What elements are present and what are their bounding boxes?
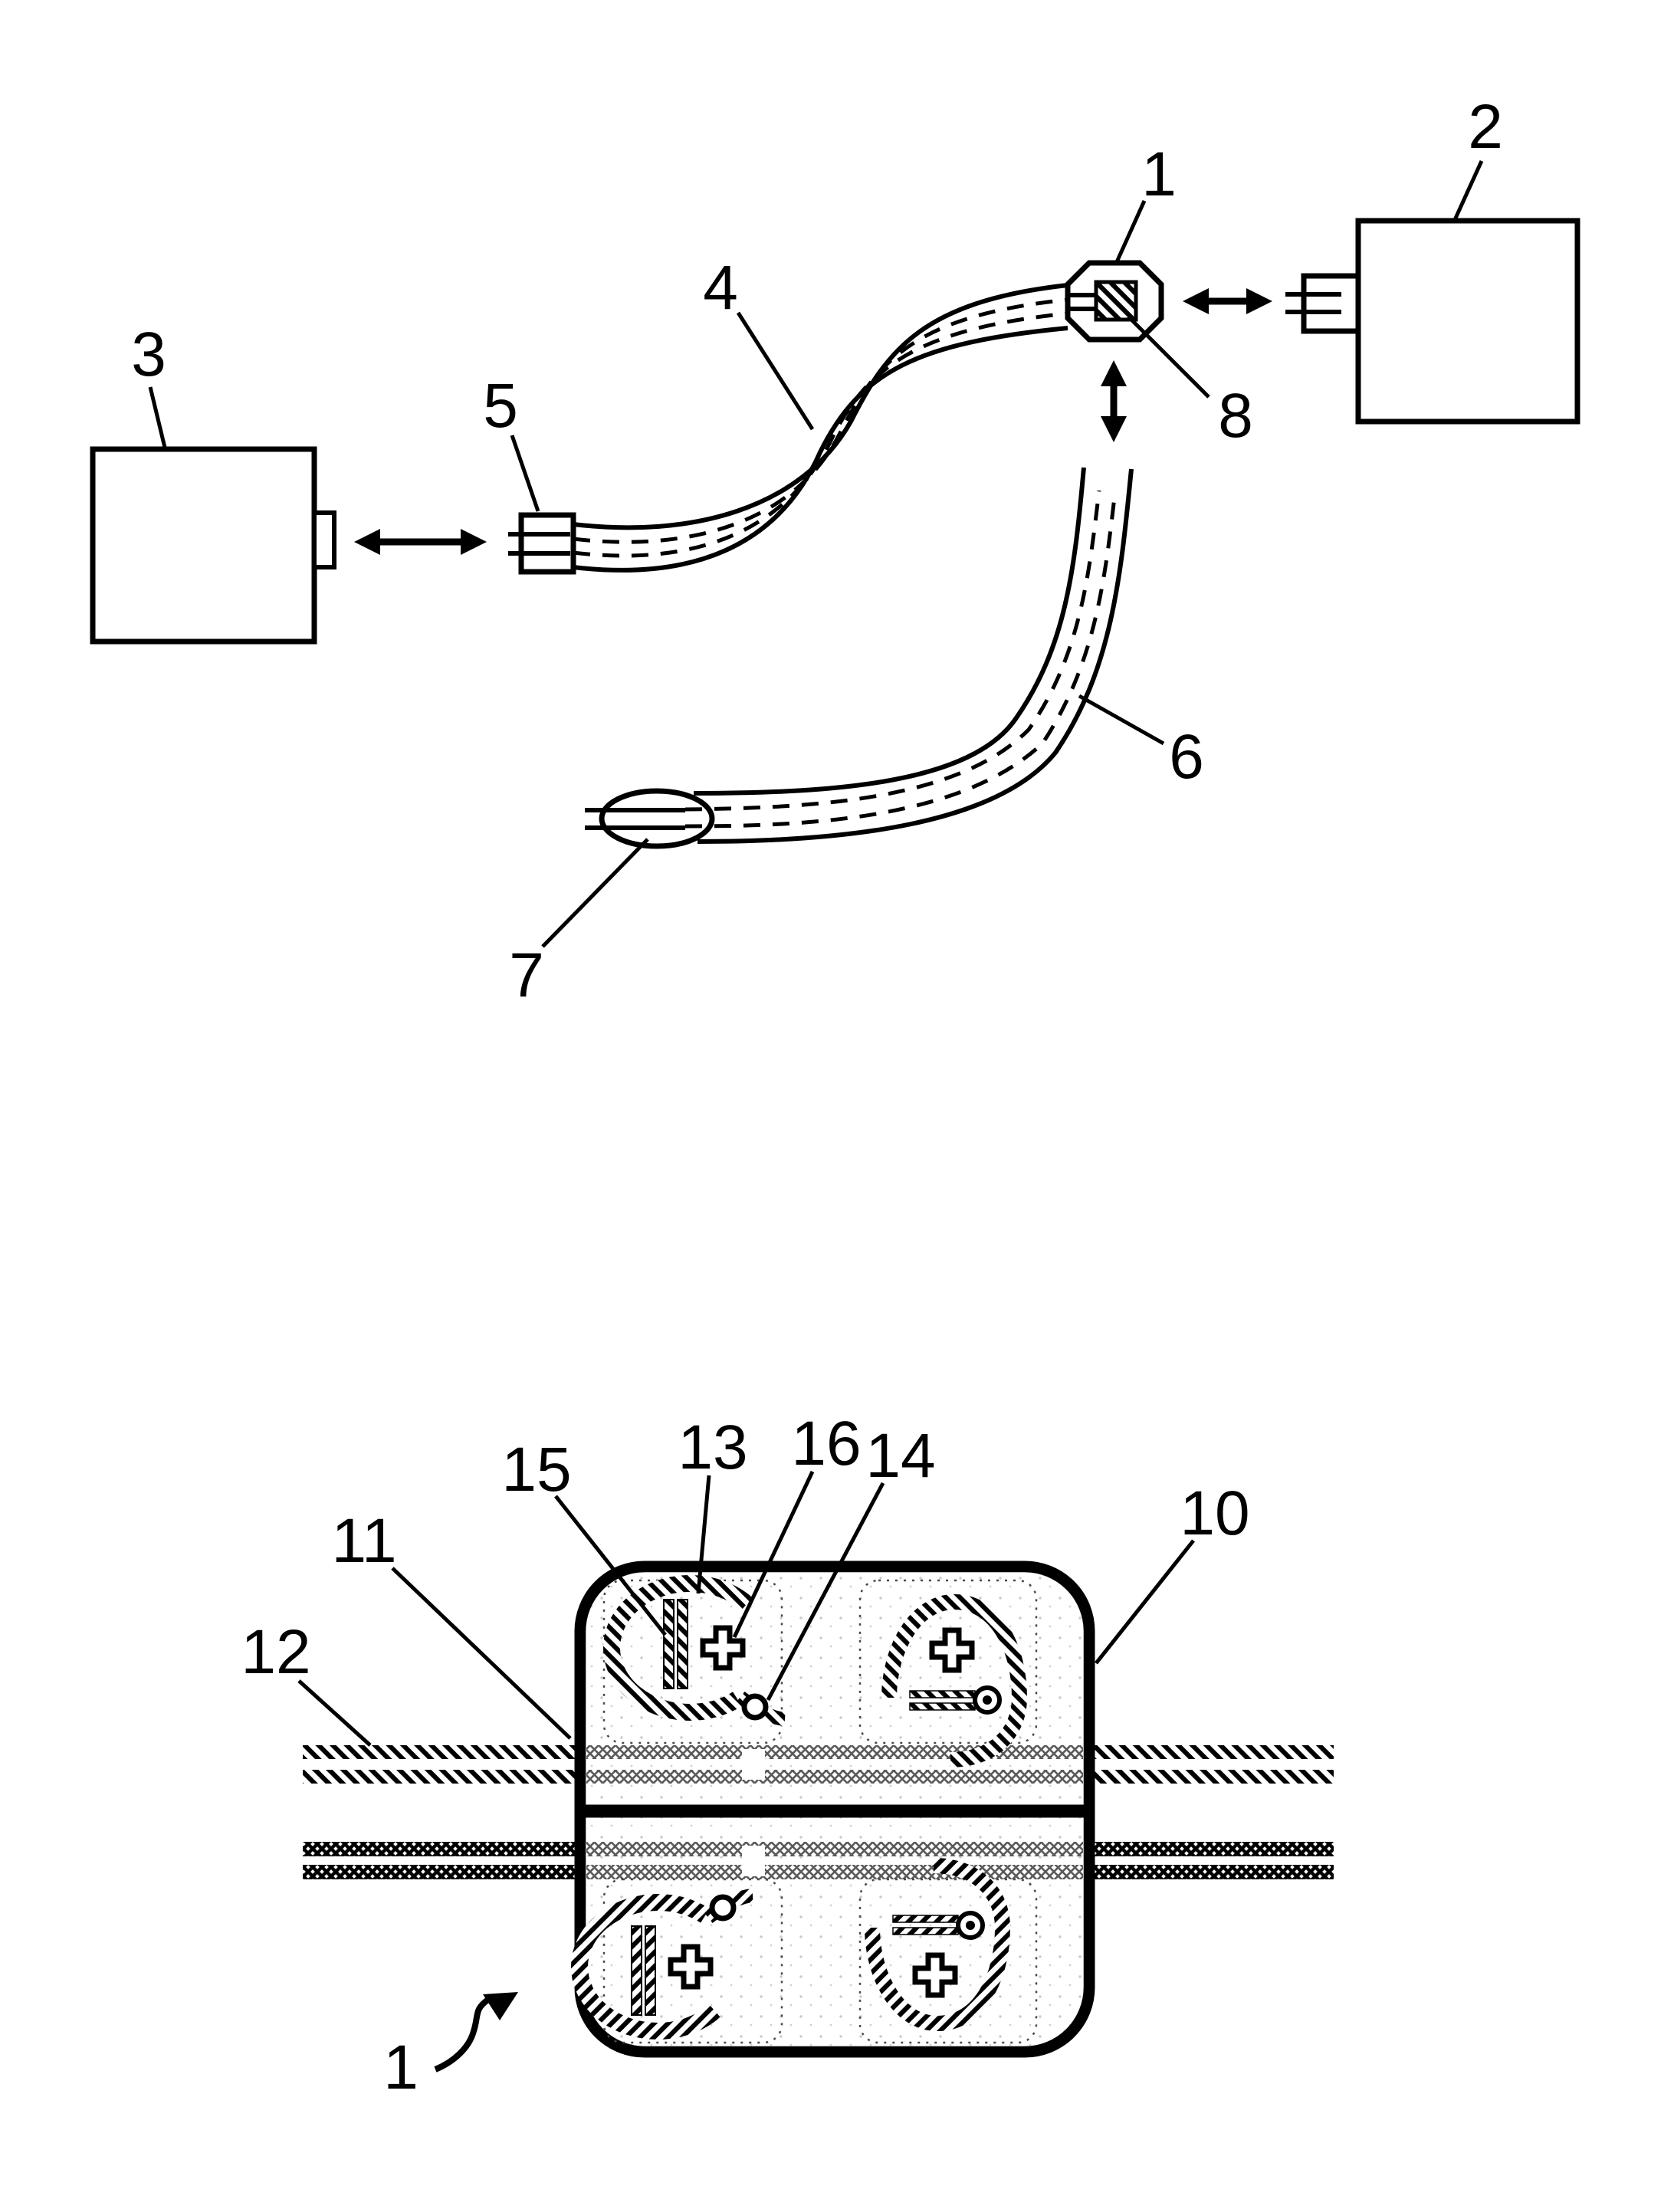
ref-label-11: 11 [331,1506,396,1576]
ref-label-14: 14 [865,1421,935,1491]
socket-of-box-2 [1285,273,1362,334]
figure-1-system-overview: 1 2 3 4 5 6 7 8 [90,92,1580,1010]
contact-pad-8 [1094,280,1138,322]
distal-tip-channels [585,808,685,830]
bidirectional-arrow-vertical-icon [1101,360,1127,442]
ref-label-16: 16 [791,1409,861,1478]
ref-label-1b: 1 [383,2033,419,2102]
ref-label-3: 3 [131,320,166,389]
leader-1 [1114,199,1147,265]
reference-arrow-1 [434,1992,518,2073]
ref-label-13: 13 [678,1413,747,1482]
distal-tip-7 [599,788,715,849]
ref-label-7: 7 [509,940,544,1010]
leader-11 [391,1567,572,1740]
leader-2 [1452,159,1484,223]
leader-10 [1095,1539,1195,1665]
supply-unit-port [312,510,336,569]
ref-label-10: 10 [1180,1478,1249,1548]
leader-13 [696,1475,711,1594]
supply-tube-4 [573,283,1068,573]
quadrant-panels-dotted [602,1579,1038,2044]
endoscope-tube-6 [693,467,1134,844]
leader-4 [736,311,815,431]
leader-5 [510,435,540,512]
leader-15 [554,1495,667,1636]
leader-6 [1078,694,1165,746]
tube-12-lower [303,1842,1334,1879]
leader-14 [766,1482,885,1702]
ref-label-1: 1 [1141,139,1177,209]
ref-label-4: 4 [703,253,738,323]
supply-unit-box-3 [90,446,317,645]
endoscope-tube-6-lumen [684,490,1118,829]
ref-label-12: 12 [241,1617,310,1687]
leader-12 [297,1679,372,1747]
figure-2-coupling-detail: 15 13 16 14 10 11 12 1 [241,1409,1334,2102]
leader-8 [1127,315,1210,399]
ref-label-8: 8 [1218,381,1253,451]
bidirectional-arrow-right-icon [1183,288,1272,314]
leader-7 [541,838,649,948]
processor-box-2 [1355,218,1580,425]
ref-label-6: 6 [1169,722,1204,792]
ref-label-15: 15 [501,1435,571,1505]
plug-5 [508,512,576,575]
ref-label-5: 5 [483,371,518,441]
leader-3 [148,386,168,451]
tube-12-upper [303,1745,1334,1784]
ref-label-2: 2 [1468,92,1503,162]
leader-16 [732,1470,815,1639]
bidirectional-arrow-left-icon [354,529,487,555]
